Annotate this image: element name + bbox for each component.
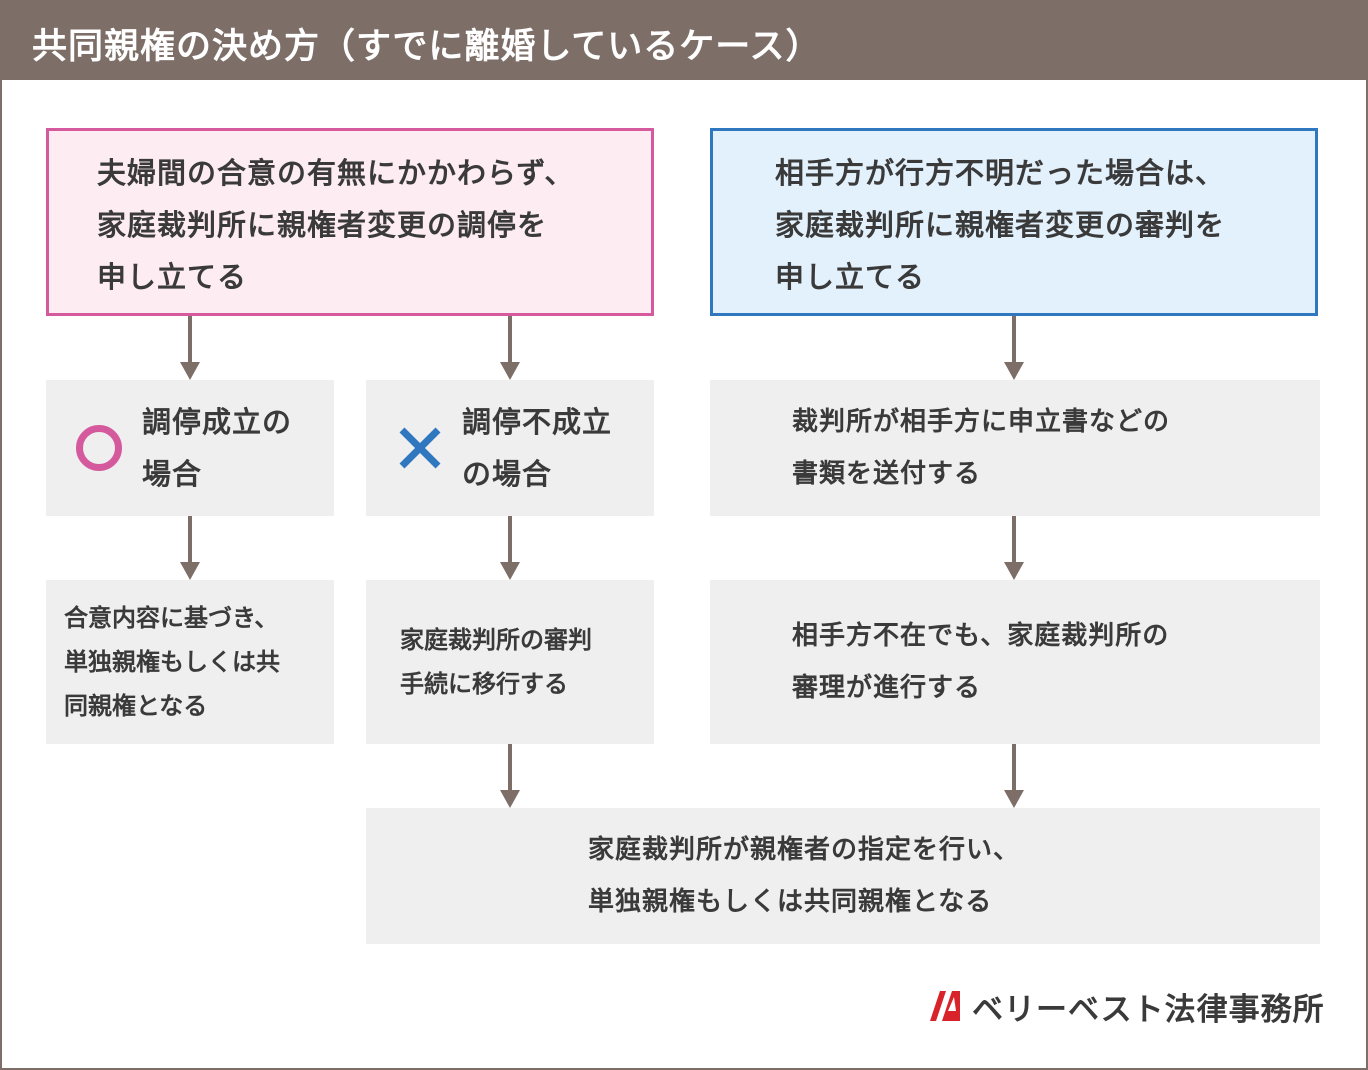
final-result-line-2: 単独親権もしくは共同親権となる: [588, 887, 993, 917]
mediation-fail-box: 調停不成立 の場合: [366, 380, 654, 516]
fail-result-line-1: 家庭裁判所の審判: [400, 626, 592, 654]
arrow-down: [500, 516, 520, 580]
court-send-box: 裁判所が相手方に申立書などの 書類を送付する: [710, 380, 1320, 516]
absent-result-box: 相手方不在でも、家庭裁判所の 審理が進行する: [710, 580, 1320, 744]
arrow-down: [1004, 516, 1024, 580]
page-title: 共同親権の決め方（すでに離婚しているケース）: [32, 27, 822, 67]
success-result-line-2: 単独親権もしくは共: [64, 648, 280, 676]
apply-mediation-line-2: 家庭裁判所に親権者変更の調停を: [97, 208, 548, 242]
apply-mediation-line-3: 申し立てる: [97, 260, 248, 294]
mediation-fail-line-1: 調停不成立: [462, 405, 613, 439]
apply-judgment-line-3: 申し立てる: [775, 260, 926, 294]
circle-icon: [76, 425, 122, 471]
header-bar: 共同親権の決め方（すでに離婚しているケース）: [0, 0, 1368, 80]
arrow-down: [180, 316, 200, 380]
fail-result-box: 家庭裁判所の審判 手続に移行する: [366, 580, 654, 744]
absent-result-line-1: 相手方不在でも、家庭裁判所の: [792, 621, 1170, 651]
mediation-success-line-2: 場合: [142, 457, 203, 491]
fail-result-line-2: 手続に移行する: [400, 670, 568, 698]
firm-logo: ベリーベスト法律事務所: [928, 986, 1325, 1028]
arrow-down: [180, 516, 200, 580]
success-result-line-1: 合意内容に基づき、: [64, 604, 279, 632]
success-result-line-3: 同親権となる: [64, 692, 208, 720]
cross-icon: [399, 427, 441, 469]
court-send-line-2: 書類を送付する: [792, 459, 982, 489]
final-result-box: 家庭裁判所が親権者の指定を行い、 単独親権もしくは共同親権となる: [366, 808, 1320, 944]
success-result-box: 合意内容に基づき、 単独親権もしくは共 同親権となる: [46, 580, 334, 744]
apply-judgment-box: 相手方が行方不明だった場合は、 家庭裁判所に親権者変更の審判を 申し立てる: [710, 128, 1318, 316]
apply-judgment-line-1: 相手方が行方不明だった場合は、: [775, 156, 1226, 190]
apply-judgment-line-2: 家庭裁判所に親権者変更の審判を: [775, 208, 1226, 242]
arrow-down: [1004, 744, 1024, 808]
mediation-success-box: 調停成立の 場合: [46, 380, 334, 516]
firm-logo-icon: [930, 991, 960, 1021]
arrow-down: [500, 744, 520, 808]
arrow-down: [1004, 316, 1024, 380]
apply-mediation-box: 夫婦間の合意の有無にかかわらず、 家庭裁判所に親権者変更の調停を 申し立てる: [46, 128, 654, 316]
mediation-fail-line-2: の場合: [462, 457, 553, 491]
firm-logo-text: ベリーベスト法律事務所: [972, 991, 1325, 1028]
final-result-line-1: 家庭裁判所が親権者の指定を行い、: [588, 835, 1021, 865]
apply-mediation-line-1: 夫婦間の合意の有無にかかわらず、: [97, 156, 575, 190]
absent-result-line-2: 審理が進行する: [792, 673, 982, 703]
arrow-down: [500, 316, 520, 380]
court-send-line-1: 裁判所が相手方に申立書などの: [792, 407, 1171, 437]
mediation-success-line-1: 調停成立の: [142, 405, 293, 439]
